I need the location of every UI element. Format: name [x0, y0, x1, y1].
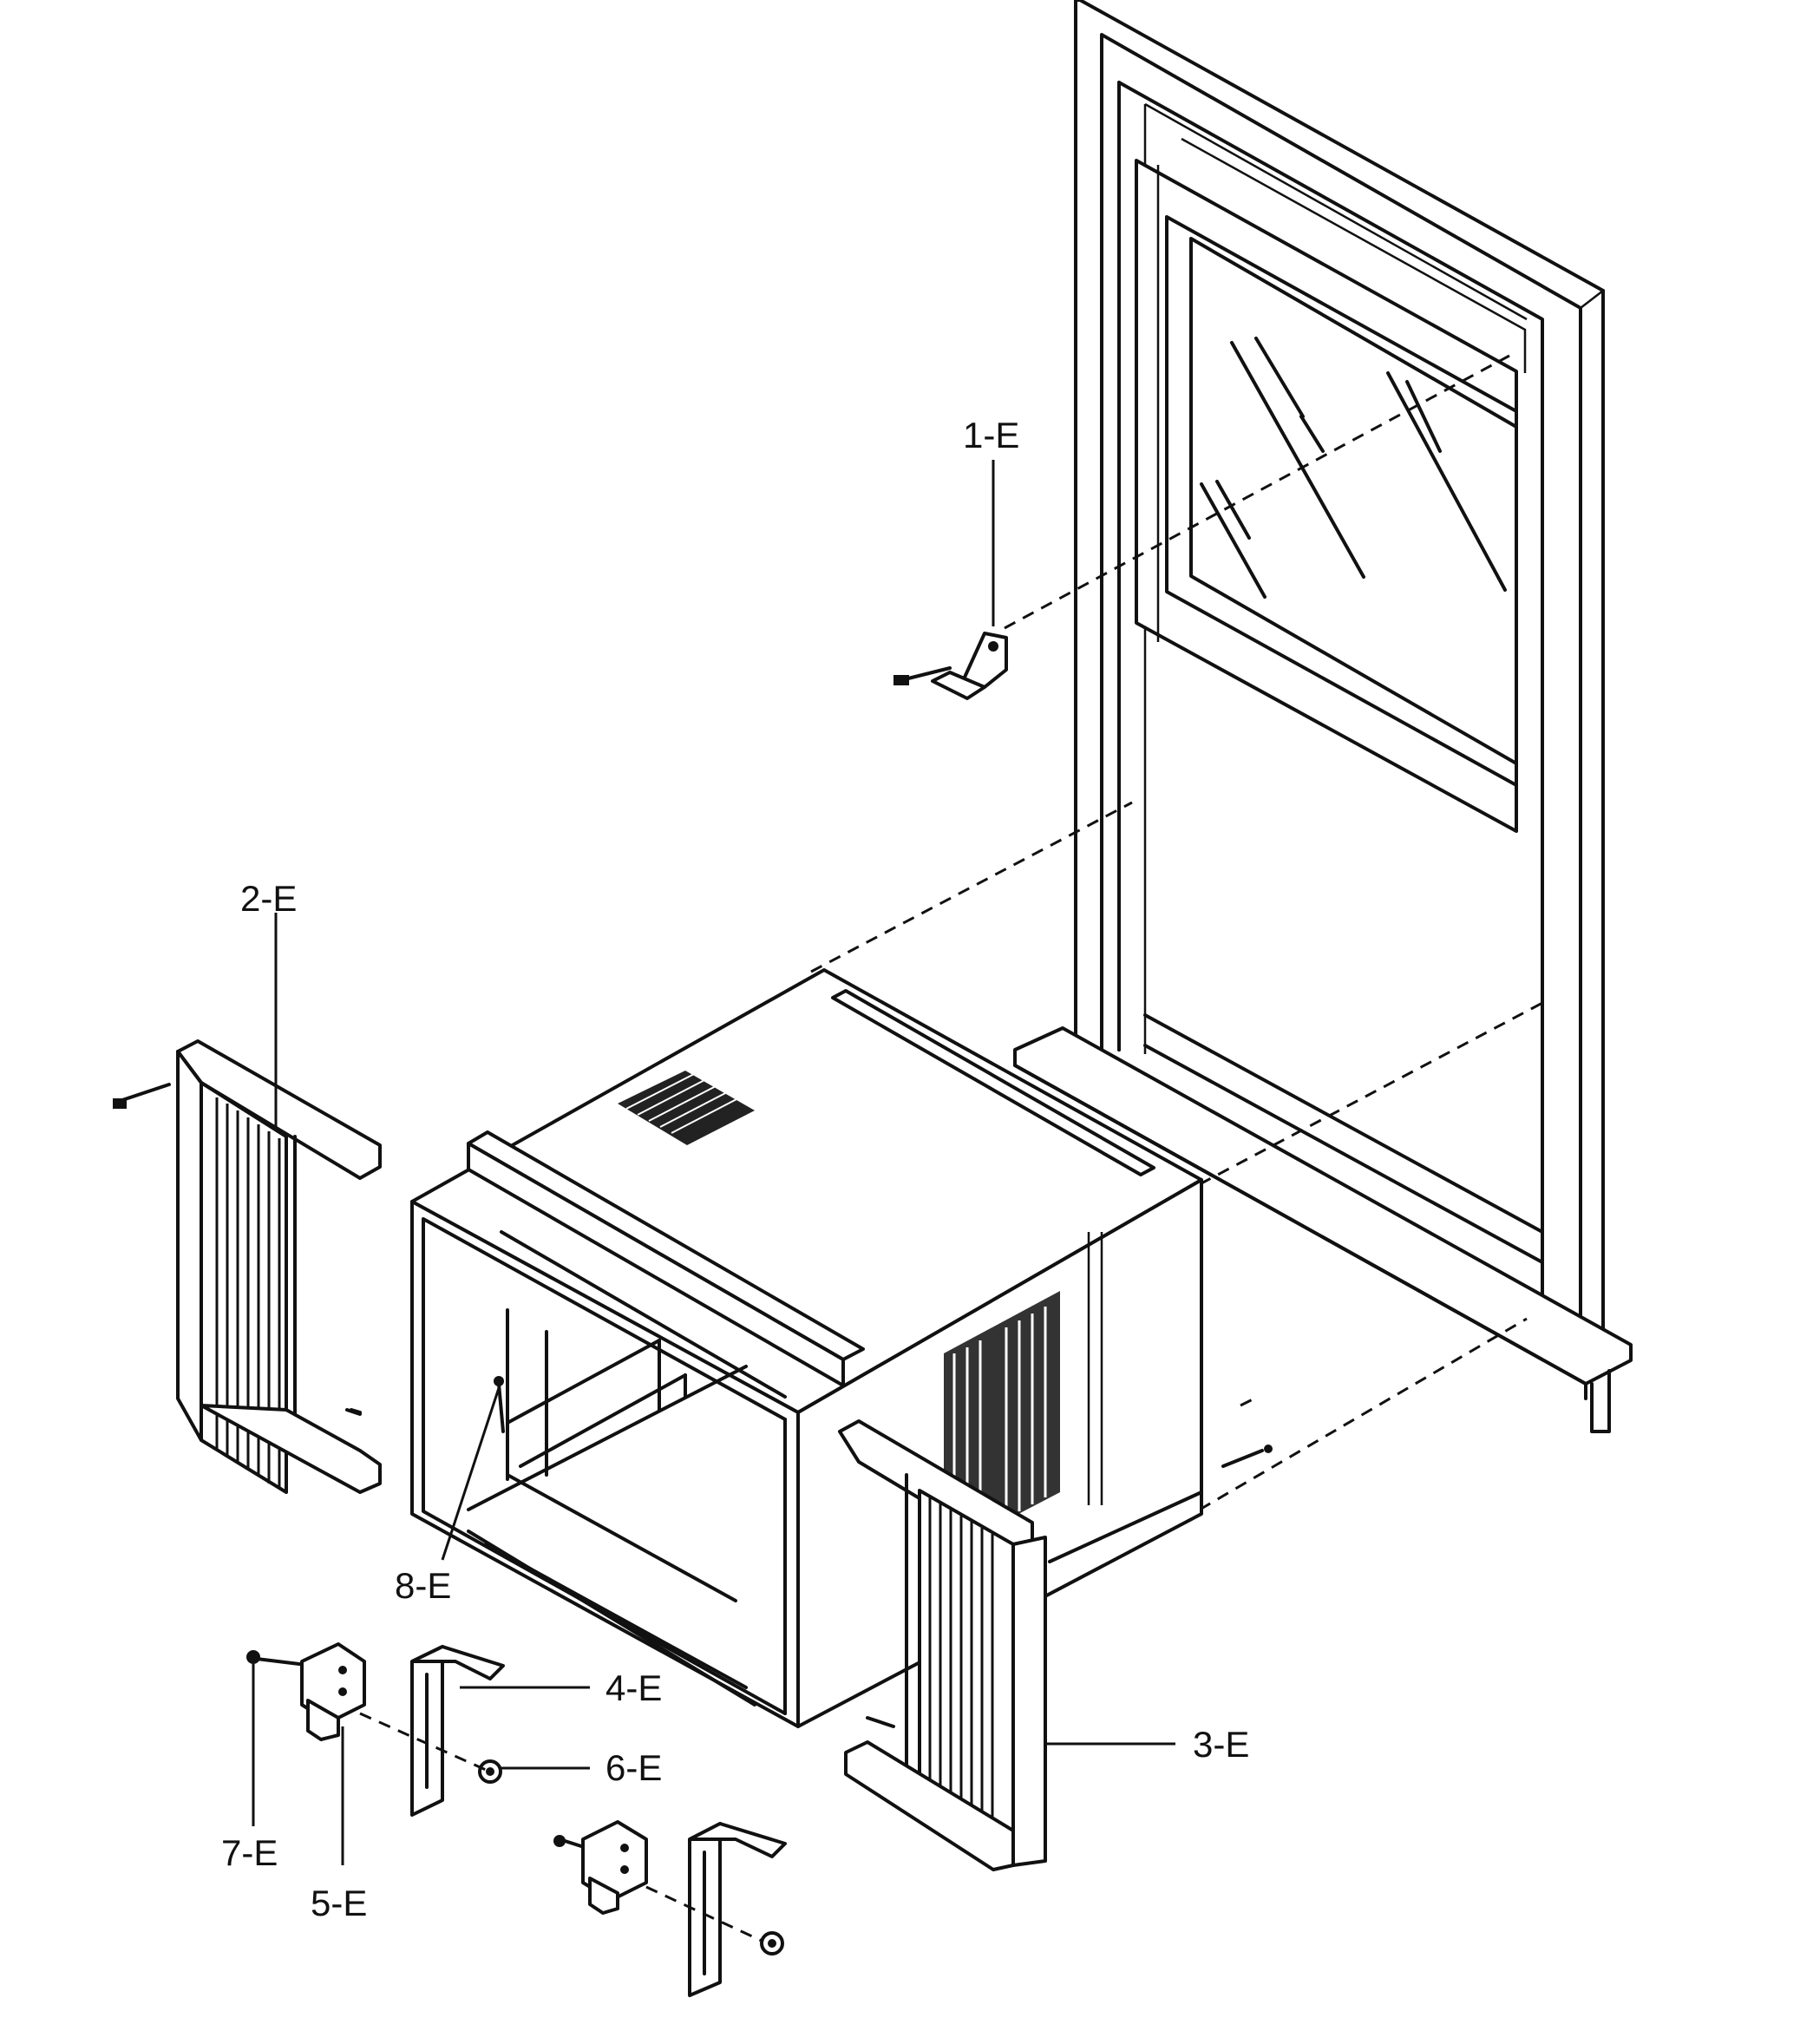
cabinet	[410, 968, 1203, 1728]
callout-3-e: 3-E	[1193, 1724, 1249, 1765]
callout-1-e: 1-E	[963, 415, 1019, 455]
window-glass-glare	[1200, 337, 1507, 599]
top-channel-rail	[467, 1130, 865, 1387]
right-side-curtain-part	[838, 1419, 1047, 1871]
callout-6-e: 6-E	[605, 1747, 662, 1788]
left-side-curtain-part	[113, 1039, 382, 1494]
callout-5-e: 5-E	[311, 1883, 367, 1923]
window-sill	[1013, 1026, 1633, 1433]
upper-sash	[1135, 137, 1527, 833]
callout-2-e: 2-E	[240, 878, 297, 919]
callout-4-e: 4-E	[605, 1667, 662, 1708]
callout-8-e: 8-E	[395, 1565, 451, 1606]
support-bracket-upper	[246, 1642, 505, 1817]
screw-part	[494, 1376, 505, 1433]
top-vent-grille	[618, 1071, 755, 1145]
alignment-lines	[810, 354, 1545, 1511]
window-bracket-part	[893, 632, 1008, 700]
lower-sash	[1117, 684, 1544, 1264]
callout-leaders	[252, 460, 1175, 1865]
fastener-screws	[350, 1408, 1273, 1468]
callout-7-e: 7-E	[221, 1832, 278, 1873]
support-bracket-lower	[553, 1820, 787, 1997]
